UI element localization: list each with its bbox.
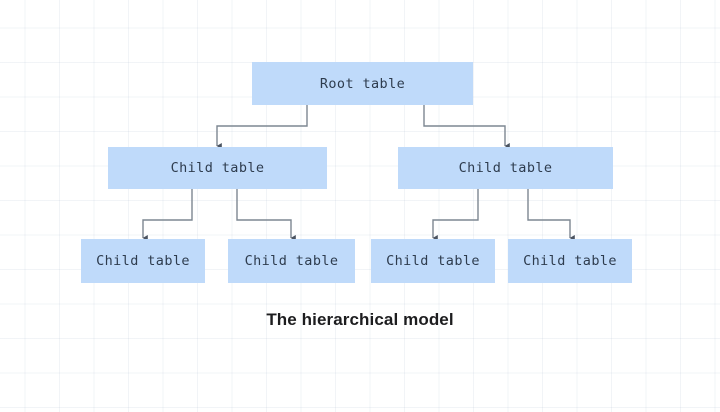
diagram-caption: The hierarchical model [266, 310, 454, 329]
node-label: Root table [319, 75, 406, 92]
node-child-table-leaf-1[interactable]: Child table [81, 239, 205, 283]
connector-c1-to-l2 [236, 189, 296, 241]
connector-root-to-c1 [216, 105, 308, 149]
node-label: Child table [386, 253, 480, 269]
connector-c1-to-l1 [142, 189, 193, 241]
node-label: Child table [96, 253, 190, 269]
node-label: Child table [523, 253, 617, 269]
connector-root-to-c2 [423, 105, 510, 149]
node-child-table-level1-right[interactable]: Child table [398, 147, 613, 189]
node-label: Child table [244, 253, 339, 269]
node-label: Child table [170, 160, 265, 176]
node-root-table[interactable]: Root table [252, 62, 473, 105]
connector-c2-to-l4 [527, 189, 575, 241]
node-child-table-leaf-4[interactable]: Child table [508, 239, 632, 283]
node-child-table-leaf-3[interactable]: Child table [371, 239, 495, 283]
node-child-table-leaf-2[interactable]: Child table [228, 239, 355, 283]
node-label: Child table [458, 160, 553, 176]
connector-c2-to-l3 [432, 189, 479, 241]
node-child-table-level1-left[interactable]: Child table [108, 147, 327, 189]
